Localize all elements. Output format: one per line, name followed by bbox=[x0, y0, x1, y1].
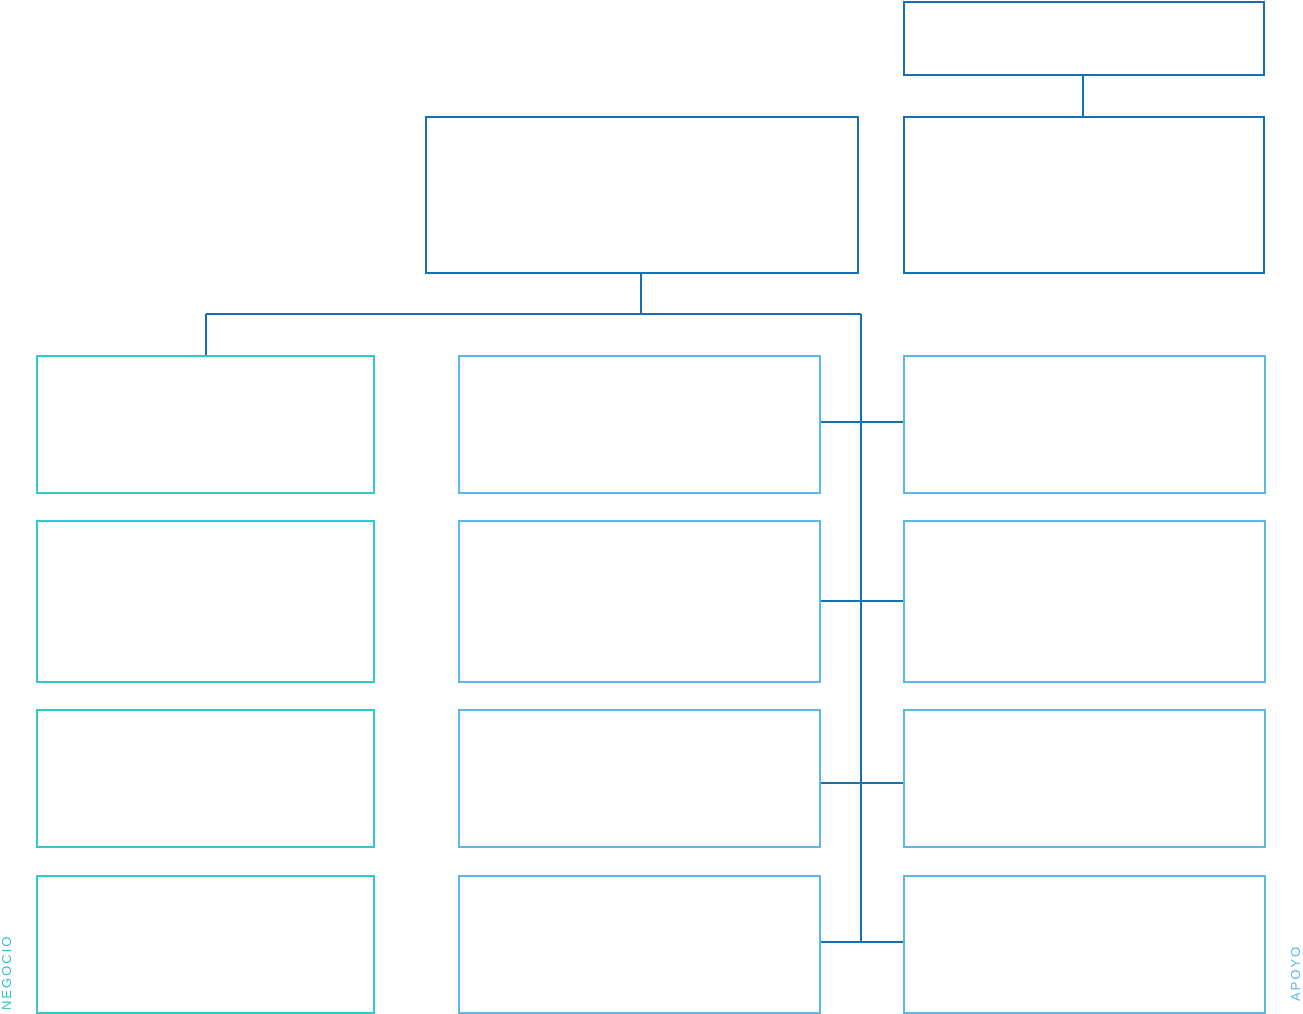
main-box bbox=[425, 116, 859, 274]
middle-box-3 bbox=[458, 709, 821, 848]
apoyo-box-3 bbox=[903, 709, 1266, 848]
negocio-label: NEGOCIO bbox=[0, 934, 14, 1010]
right-header-box bbox=[903, 116, 1265, 274]
middle-box-1 bbox=[458, 355, 821, 494]
apoyo-box-4 bbox=[903, 875, 1266, 1014]
top-box bbox=[903, 1, 1265, 76]
negocio-box-4 bbox=[36, 875, 375, 1014]
negocio-box-1 bbox=[36, 355, 375, 494]
middle-box-2 bbox=[458, 520, 821, 683]
negocio-box-2 bbox=[36, 520, 375, 683]
middle-box-4 bbox=[458, 875, 821, 1014]
apoyo-box-2 bbox=[903, 520, 1266, 683]
apoyo-label: APOYO bbox=[1288, 944, 1303, 1001]
apoyo-box-1 bbox=[903, 355, 1266, 494]
negocio-box-3 bbox=[36, 709, 375, 848]
